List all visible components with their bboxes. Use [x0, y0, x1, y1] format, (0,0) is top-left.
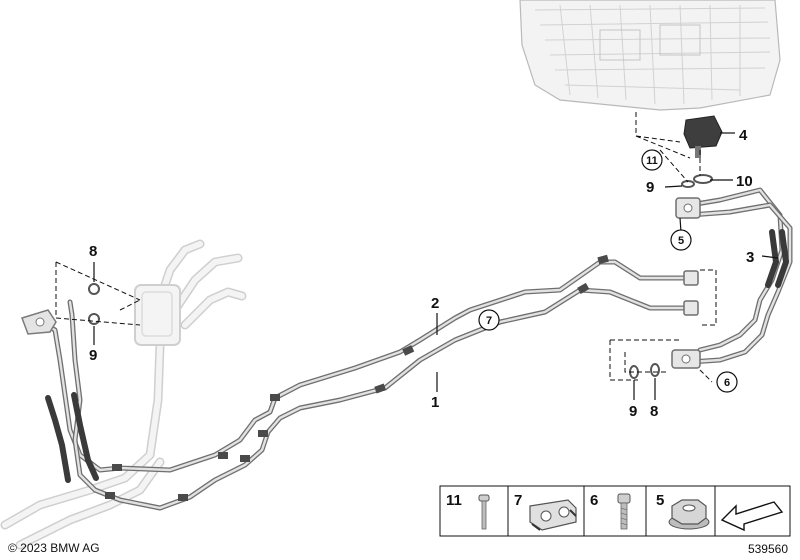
sensor-part-4: [683, 115, 723, 158]
callout-7-circle: [478, 309, 500, 331]
hex-nut-icon: [668, 499, 710, 530]
seal-ring-8-right: [650, 363, 660, 377]
callout-3: 3: [746, 249, 754, 266]
hose-left-2: [71, 392, 99, 481]
legend-number-7: 7: [514, 492, 522, 509]
housing-component: [519, 0, 781, 111]
callout-11: 11: [646, 155, 658, 167]
legend-item-7: 7: [514, 492, 577, 531]
seal-ring-8-left: [88, 283, 100, 295]
pipe-2: [37, 259, 693, 473]
leader-lines: [93, 132, 779, 400]
legend-number-6: 6: [590, 492, 598, 509]
callout-5-circle: [670, 229, 692, 251]
callout-6: 6: [724, 377, 730, 389]
screw-icon: [617, 493, 631, 530]
callout-11-circle: [641, 149, 663, 171]
seal-ring-9-left: [88, 313, 100, 325]
legend-item-arrow: [720, 501, 784, 532]
callout-1: 1: [431, 394, 439, 411]
ghost-pipes-left: [0, 239, 247, 550]
callout-9-left: 9: [89, 347, 97, 364]
direction-arrow-icon: [720, 501, 784, 532]
callouts: 4 11 10 9 5 3 2 7 1 8 9 6 9 8: [89, 127, 754, 420]
callout-5: 5: [678, 235, 684, 247]
callout-9-top: 9: [646, 179, 654, 196]
diagram-number: 539560: [747, 542, 788, 556]
legend-number-11: 11: [446, 492, 462, 509]
seal-ring-9-top: [681, 180, 695, 188]
callout-9-right: 9: [629, 403, 637, 420]
copyright-text: © 2023 BMW AG: [8, 541, 100, 555]
callout-6-circle: [716, 371, 738, 393]
callout-7: 7: [486, 315, 492, 327]
bolt-icon: [478, 494, 490, 530]
pipe-1: [67, 287, 693, 511]
assembly-dashed-lines: [55, 112, 717, 383]
parts-legend: 11 7 6 5: [439, 485, 791, 537]
legend-item-6: 6: [590, 492, 631, 530]
seal-ring-10: [693, 174, 713, 184]
legend-number-5: 5: [656, 492, 664, 509]
callout-2: 2: [431, 295, 439, 312]
pipe-3-upper-fitting: [675, 197, 701, 219]
left-end-fitting: [21, 309, 57, 335]
callout-8-left: 8: [89, 243, 97, 260]
pipe-end-fittings-right: [683, 270, 699, 316]
callout-8-right: 8: [650, 403, 658, 420]
legend-item-5: 5: [656, 492, 710, 530]
callout-4: 4: [739, 127, 748, 144]
pipe-3-lower-fitting: [671, 349, 701, 369]
hose-left-1: [45, 395, 71, 483]
pipe-clips: [105, 254, 609, 501]
callout-10: 10: [736, 173, 753, 190]
legend-item-11: 11: [446, 492, 490, 530]
pipe-clip-icon: [529, 499, 577, 531]
pipe-3: [687, 187, 793, 365]
